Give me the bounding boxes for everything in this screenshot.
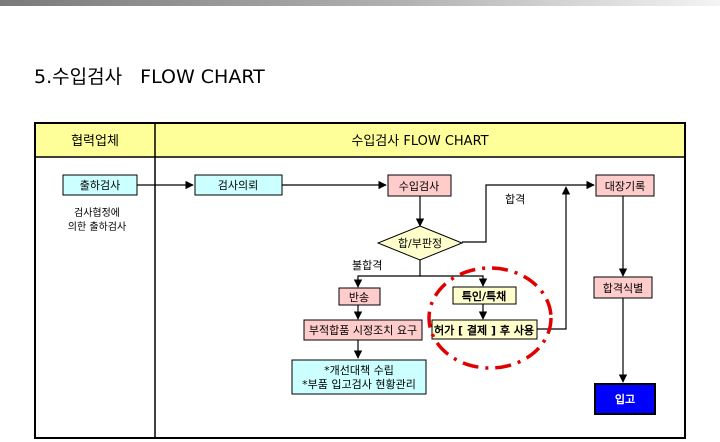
line-judgment-fail-split — [353, 260, 421, 288]
store-node: 입고 — [594, 383, 656, 415]
slide-title: 5.수입검사 FLOW CHART — [34, 66, 265, 88]
measure-line2: *부품 입고검사 현황관리 — [302, 378, 416, 391]
shipment-inspection-node: 출하검사 — [62, 174, 138, 196]
line-approval-to-ledger — [537, 186, 571, 330]
measures-node: *개선대책 수립 *부품 입고검사 현황관리 — [291, 359, 427, 395]
pass-label: 합격 — [505, 193, 525, 206]
corrective-request-node: 부적합품 시정조치 요구 — [303, 319, 423, 341]
ledger-label: 대장기록 — [605, 180, 645, 193]
special-adoption-node: 특인/특채 — [452, 286, 517, 305]
incoming-inspection-node: 수입검사 — [387, 174, 452, 197]
pass-identify-node: 합격식별 — [593, 276, 653, 299]
special-adoption-label: 특인/특채 — [462, 289, 507, 303]
top-gradient-bar — [0, 0, 720, 6]
shipment-inspection-label: 출하검사 — [80, 178, 120, 192]
col2-header: 수입검사 FLOW CHART — [351, 134, 488, 149]
highlight-dashed-circle — [427, 266, 553, 370]
pass-identify-label: 합격식별 — [603, 282, 643, 295]
ledger-node: 대장기록 — [595, 174, 655, 197]
connectors — [137, 180, 628, 383]
pass-fail-label: 합/부판정 — [398, 237, 442, 250]
table-frame: 협력업체 수입검사 FLOW CHART — [34, 122, 686, 439]
table-header-fill — [35, 123, 685, 157]
return-label: 반송 — [349, 291, 369, 304]
pass-fail-diamond: 합/부판정 — [376, 225, 464, 261]
return-node: 반송 — [338, 287, 381, 306]
incoming-inspection-label: 수입검사 — [399, 180, 439, 193]
corrective-request-label: 부적합품 시정조치 요구 — [309, 324, 417, 337]
shipment-note-line1: 검사협정에 — [74, 206, 120, 219]
approval-use-label: 허가 [ 결제 ] 후 사용 — [434, 323, 534, 337]
measure-line1: *개선대책 수립 — [324, 364, 394, 377]
inspection-request-label: 검사의뢰 — [218, 179, 258, 192]
inspection-request-node: 검사의뢰 — [194, 174, 283, 196]
col1-header: 협력업체 — [71, 134, 119, 149]
approval-use-node: 허가 [ 결제 ] 후 사용 — [431, 319, 538, 340]
shipment-note-line2: 의한 출하검사 — [68, 220, 126, 233]
table-outline — [34, 122, 686, 439]
line-judgment-to-special — [420, 275, 488, 287]
store-label: 입고 — [615, 393, 635, 406]
line-pass-to-ledger — [462, 180, 595, 243]
fail-label: 불합격 — [352, 259, 382, 272]
